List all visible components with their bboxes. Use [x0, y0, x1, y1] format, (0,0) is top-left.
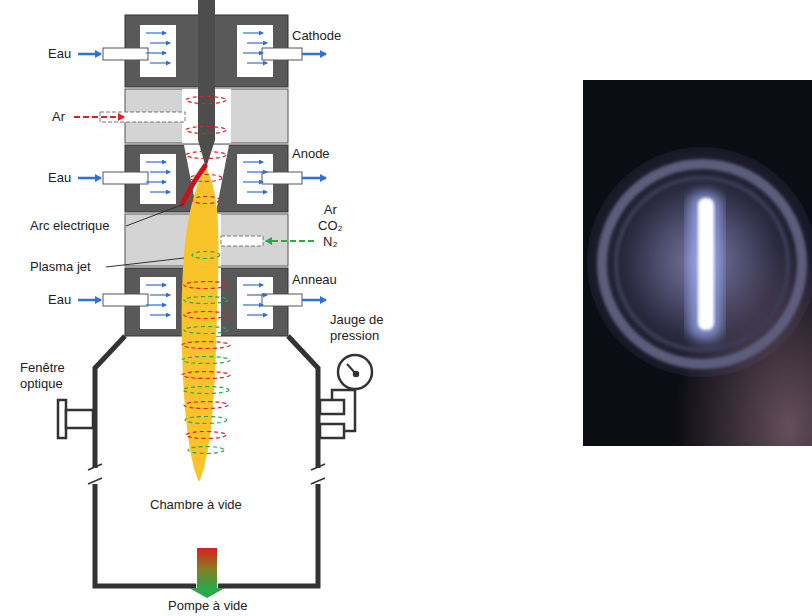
- vacuum-pump-arrow: [189, 548, 225, 598]
- gas-mix-swirl: [182, 252, 230, 454]
- part-label: Jauge de pression: [330, 312, 400, 344]
- part-label: Anneau: [292, 272, 337, 288]
- part-label: Eau: [48, 170, 71, 186]
- break-marks: [88, 464, 325, 484]
- part-label: Eau: [48, 46, 71, 62]
- plasma-photo: [583, 80, 812, 446]
- gas-inlet-arrow: [266, 240, 314, 242]
- part-label: Eau: [48, 292, 71, 308]
- part-label: Arc electrique: [30, 218, 109, 234]
- part-label: Plasma jet: [30, 259, 91, 275]
- part-label: Anode: [292, 146, 330, 162]
- part-label: Fenêtre optique: [20, 360, 82, 392]
- part-label: Pompe à vide: [168, 598, 248, 614]
- optical-window: [58, 400, 93, 438]
- electric-arc: [182, 166, 205, 204]
- part-label: Ar CO₂ N₂: [318, 202, 343, 250]
- pressure-gauge: [320, 355, 372, 438]
- plasma-jet: [182, 168, 219, 482]
- leader-lines: [106, 204, 184, 267]
- part-label: Chambre à vide: [150, 497, 242, 513]
- part-label: Cathode: [292, 28, 341, 44]
- part-label: Ar: [52, 109, 65, 125]
- argon-inlet-arrow: [74, 116, 124, 118]
- argon-swirl: [182, 97, 230, 439]
